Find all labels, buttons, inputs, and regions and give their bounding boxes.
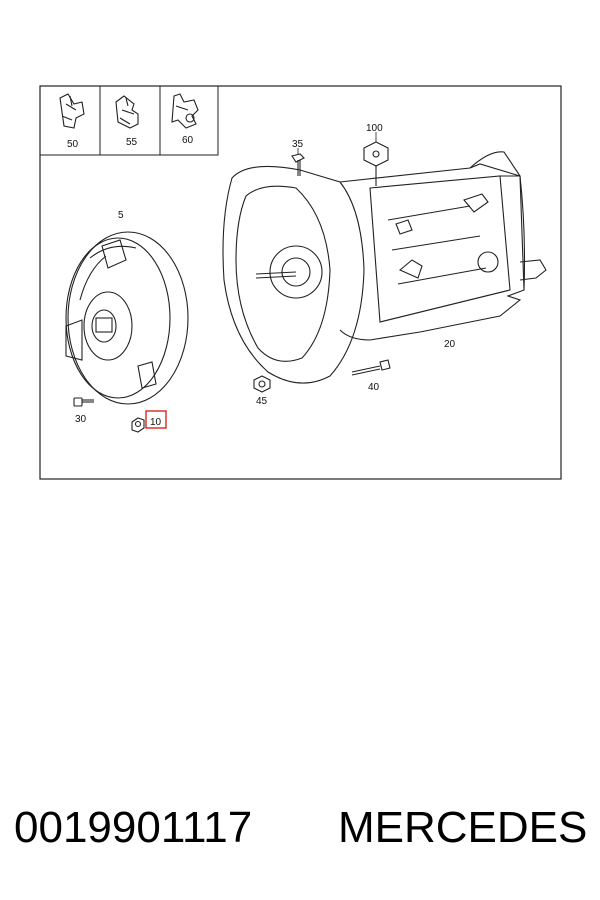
clips-inset-box (40, 86, 219, 156)
callout-45: 45 (256, 396, 268, 407)
callout-55: 55 (126, 137, 138, 148)
callout-5: 5 (118, 210, 124, 221)
parts-diagram: 50 55 60 35 100 5 20 45 40 30 10 (39, 85, 562, 480)
bolt-35-icon (291, 153, 305, 176)
highlight-box (145, 410, 167, 429)
transmission-housing-illustration (222, 151, 547, 384)
caption-bar: 0019901117 MERCEDES (0, 795, 600, 865)
bolt-30-icon (73, 397, 94, 407)
diagram-frame (39, 85, 562, 480)
manufacturer-name: MERCEDES (338, 803, 588, 852)
callout-100: 100 (366, 123, 383, 134)
callout-20: 20 (444, 339, 456, 350)
clip-55-icon (115, 95, 139, 129)
clip-60-icon (171, 93, 199, 129)
torque-converter-illustration (65, 231, 189, 405)
callout-40: 40 (368, 382, 380, 393)
nut-45-icon (253, 375, 271, 393)
callout-50: 50 (67, 139, 79, 150)
callout-60: 60 (182, 135, 194, 146)
callout-30: 30 (75, 414, 87, 425)
callout-35: 35 (292, 139, 304, 150)
nut-10-icon (131, 417, 145, 433)
bolt-40-icon (351, 359, 391, 376)
clip-50-icon (59, 93, 85, 129)
callout-10: 10 (150, 417, 162, 428)
part-number: 0019901117 (14, 803, 253, 852)
